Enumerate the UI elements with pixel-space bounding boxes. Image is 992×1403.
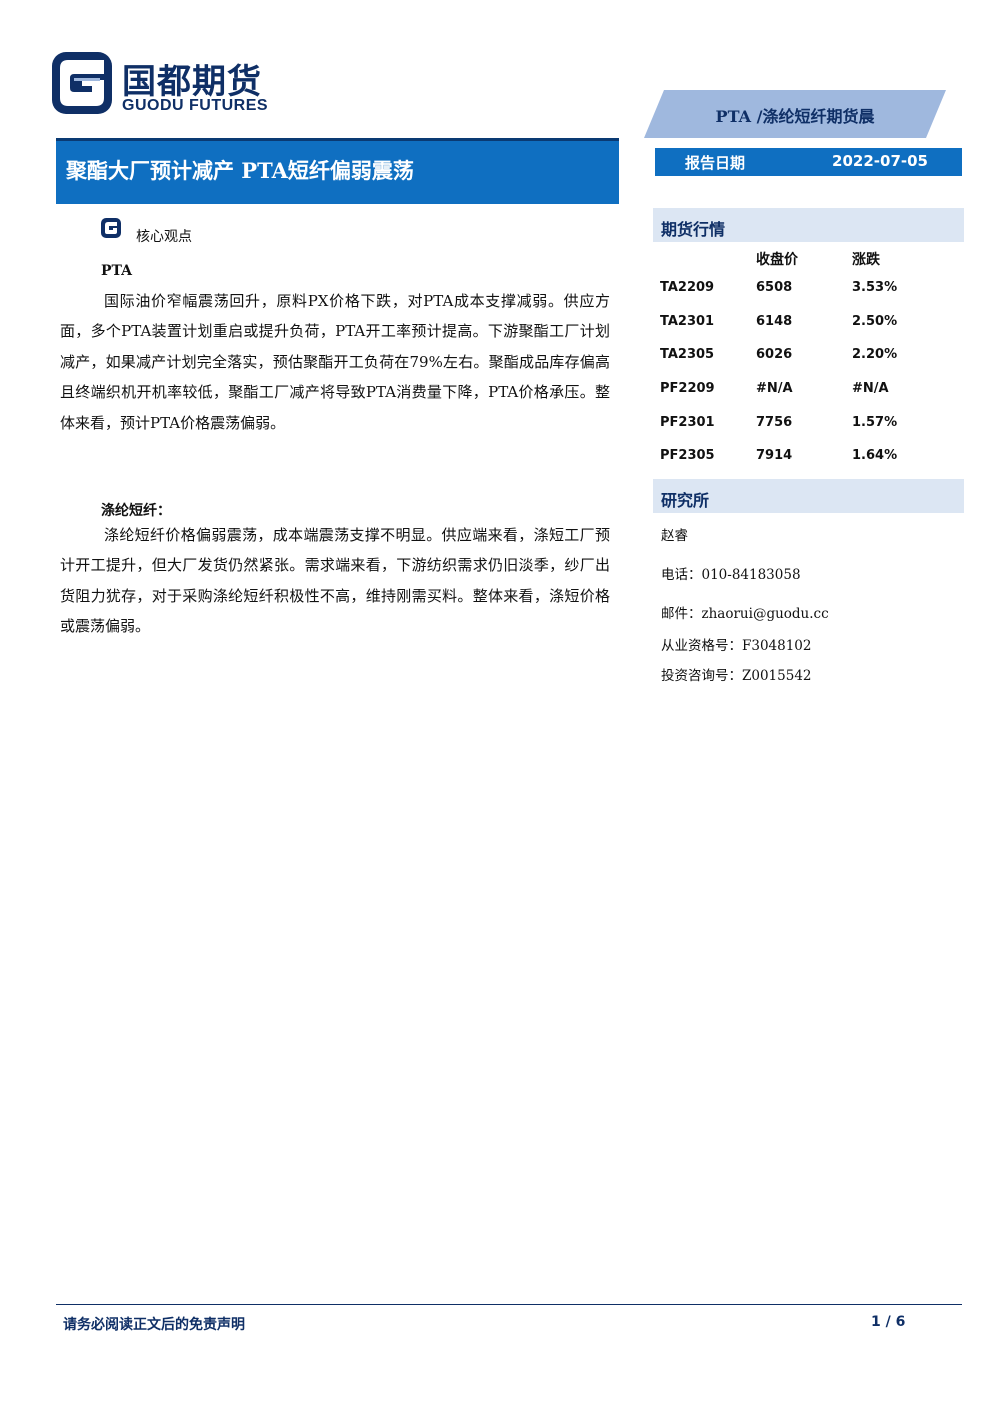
company-logo: 国都期货 GUODU FUTURES [52, 52, 292, 118]
close-cell: 6026 [756, 347, 793, 363]
footer-divider [56, 1304, 962, 1305]
logo-name-cn: 国都期货 [122, 62, 262, 102]
report-title: 聚酯大厂预计减产 PTA短纤偏弱震荡 [66, 158, 414, 183]
contract-cell: TA2209 [660, 280, 715, 296]
pta-heading: PTA [101, 263, 133, 279]
change-cell: 1.64% [852, 448, 898, 464]
report-date-label: 报告日期 [685, 154, 746, 172]
close-cell: 6508 [756, 280, 793, 296]
table-row: PF2209 #N/A #N/A [660, 372, 960, 406]
market-table: 收盘价 涨跌 TA2209 6508 3.53% TA2301 6148 2.5… [660, 249, 960, 473]
analyst-email: 邮件：zhaorui@guodu.cc [661, 606, 829, 622]
logo-name-en: GUODU FUTURES [122, 97, 269, 114]
analyst-advisory-number: 投资咨询号：Z0015542 [661, 668, 812, 684]
change-cell: 1.57% [852, 414, 898, 430]
table-row: TA2209 6508 3.53% [660, 271, 960, 305]
report-date-bar: 报告日期 2022-07-05 [655, 148, 962, 176]
column-header-change: 涨跌 [852, 252, 880, 268]
change-cell: #N/A [852, 381, 889, 397]
page-number: 1 / 6 [871, 1314, 906, 1330]
table-row: TA2301 6148 2.50% [660, 305, 960, 339]
column-header-close: 收盘价 [756, 252, 798, 268]
title-bar: 聚酯大厂预计减产 PTA短纤偏弱震荡 [56, 138, 619, 204]
pta-paragraph: 国际油价窄幅震荡回升，原料PX价格下跌，对PTA成本支撑减弱。供应方面，多个PT… [60, 292, 610, 432]
table-row: PF2301 7756 1.57% [660, 405, 960, 439]
column-header [660, 249, 756, 271]
analyst-phone: 电话：010-84183058 [661, 567, 801, 583]
core-view-label: 核心观点 [136, 229, 192, 245]
research-heading: 研究所 [661, 491, 710, 510]
report-type-label: PTA /涤纶短纤期货晨 [715, 107, 875, 126]
contract-cell: TA2301 [660, 313, 715, 329]
close-cell: 7914 [756, 448, 793, 464]
report-type-banner: PTA /涤纶短纤期货晨 [644, 90, 946, 138]
report-date-value: 2022-07-05 [832, 152, 928, 170]
pf-paragraph: 涤纶短纤价格偏弱震荡，成本端震荡支撑不明显。供应端来看，涤短工厂预计开工提升，但… [60, 526, 610, 636]
change-cell: 2.50% [852, 313, 898, 329]
research-section-header: 研究所 [653, 479, 964, 513]
close-cell: 6148 [756, 313, 793, 329]
contract-cell: TA2305 [660, 347, 715, 363]
contract-cell: PF2209 [660, 381, 715, 397]
analyst-license: 从业资格号：F3048102 [661, 638, 812, 654]
contract-cell: PF2305 [660, 448, 715, 464]
close-cell: #N/A [756, 381, 793, 397]
analyst-name: 赵睿 [661, 528, 688, 544]
guodu-logo-icon [52, 52, 112, 114]
market-section-header: 期货行情 [653, 208, 964, 242]
table-row: TA2305 6026 2.20% [660, 338, 960, 372]
contract-cell: PF2301 [660, 414, 715, 430]
disclaimer-note: 请务必阅读正文后的免责声明 [63, 1317, 245, 1333]
change-cell: 2.20% [852, 347, 898, 363]
change-cell: 3.53% [852, 280, 898, 296]
table-row: PF2305 7914 1.64% [660, 439, 960, 473]
close-cell: 7756 [756, 414, 793, 430]
table-header-row: 收盘价 涨跌 [660, 249, 960, 271]
core-view-icon [101, 218, 121, 238]
market-heading: 期货行情 [661, 220, 726, 239]
pf-heading: 涤纶短纤： [101, 503, 171, 519]
